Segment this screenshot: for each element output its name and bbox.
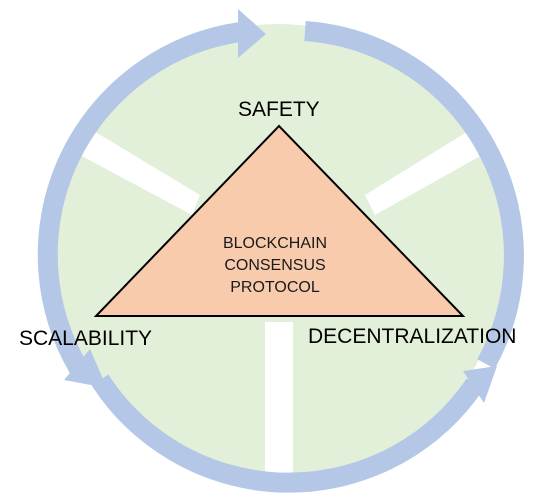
divider-spokes [80,130,482,480]
divider-bottom [265,322,293,480]
arrowhead-right-icon [463,366,497,403]
ring-arc-right [304,21,524,369]
label-safety: SAFETY [238,98,320,121]
center-line-2: CONSENSUS [224,257,326,274]
cycle-arrowheads [64,9,497,403]
divider-left [80,130,200,215]
divider-right [365,130,482,215]
arrowhead-top-icon [238,9,266,58]
consensus-triangle [93,124,466,317]
ring-arc-bottom [91,374,484,493]
cycle-ring [37,21,524,493]
center-text: BLOCKCHAIN CONSENSUS PROTOCOL [180,233,370,299]
arrowhead-left-icon [64,349,107,388]
center-line-3: PROTOCOL [230,279,320,296]
label-scalability: SCALABILITY [19,327,153,350]
ring-arc-upper-left [37,22,242,375]
label-decentralization: DECENTRALIZATION [308,325,517,348]
center-line-1: BLOCKCHAIN [222,235,328,252]
